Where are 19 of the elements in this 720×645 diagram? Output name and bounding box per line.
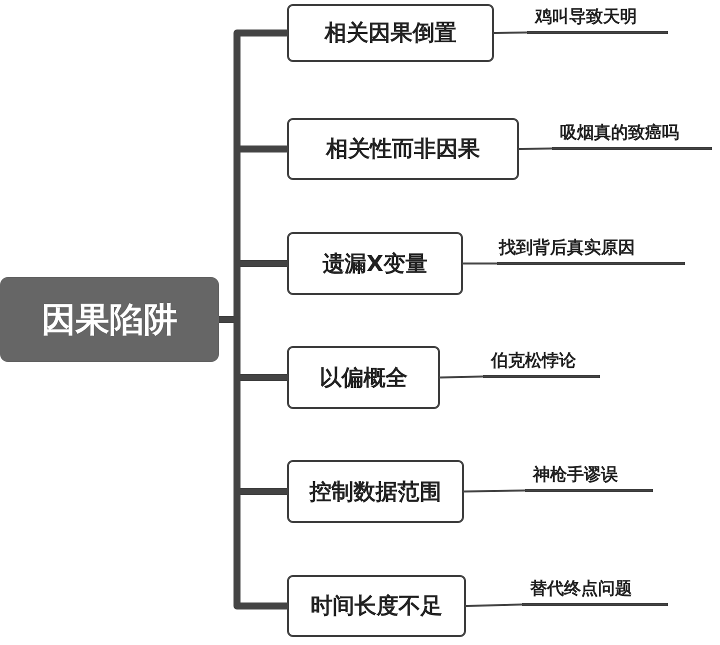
leaf-label: 神枪手谬误	[525, 458, 653, 492]
connector-line	[494, 32, 528, 34]
branch-box: 相关因果倒置	[287, 4, 494, 62]
leaf-label: 找到背后真实原因	[497, 231, 685, 265]
branch-box: 相关性而非因果	[287, 118, 519, 180]
branch-box: 控制数据范围	[287, 460, 464, 523]
connector-line	[463, 262, 497, 264]
connector-line	[518, 148, 552, 150]
branch-box: 遗漏X变量	[287, 232, 463, 295]
branch-box: 时间长度不足	[287, 575, 466, 637]
connector-line	[466, 604, 522, 607]
connector-line	[440, 376, 484, 378]
leaf-label: 替代终点问题	[522, 572, 668, 606]
leaf-label: 伯克松悖论	[483, 344, 600, 378]
leaf-label: 吸烟真的致癌吗	[552, 116, 712, 150]
connector-line	[464, 490, 526, 492]
branch-box: 以偏概全	[287, 346, 440, 409]
leaf-label: 鸡叫导致天明	[527, 2, 668, 34]
topic-box: 因果陷阱	[0, 277, 219, 362]
